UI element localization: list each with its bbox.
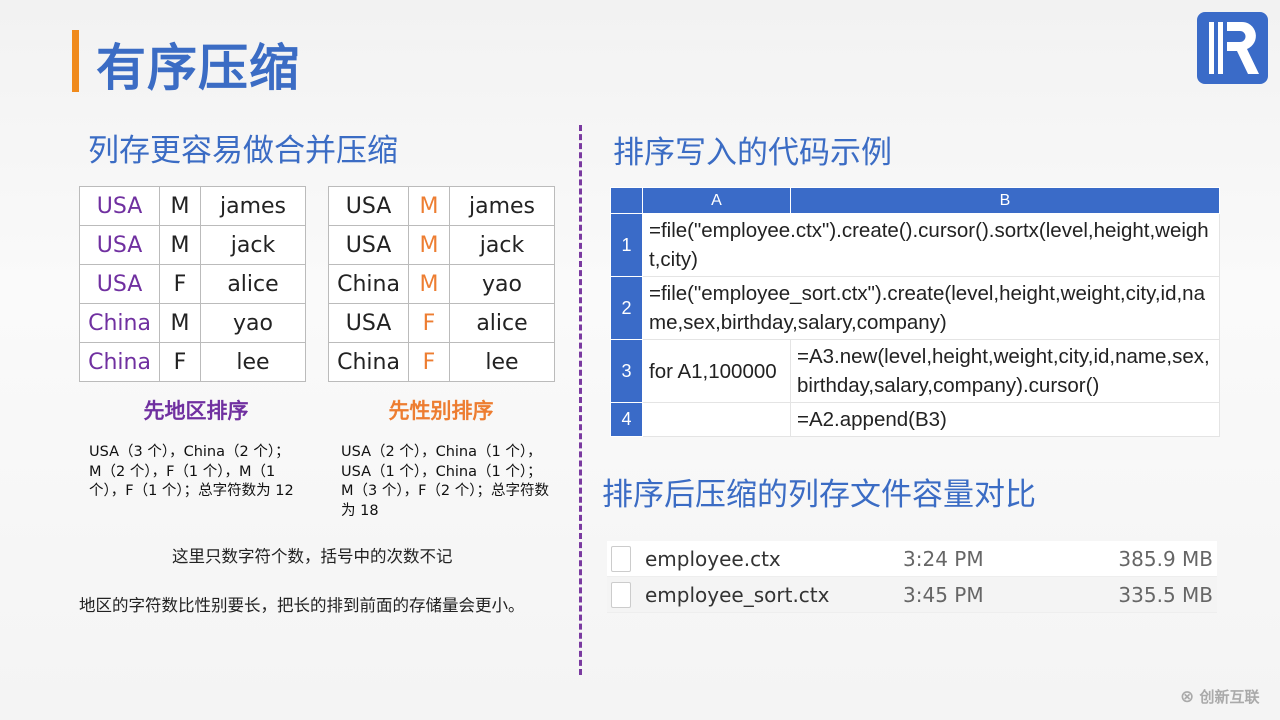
watermark: ⊗ 创新互联 — [1180, 686, 1260, 707]
row-number: 3 — [610, 339, 643, 403]
file-icon — [611, 545, 631, 572]
sex-cell: F — [159, 342, 201, 382]
label-region-first: 先地区排序 — [143, 399, 249, 423]
row-number: 1 — [610, 213, 643, 277]
name-cell: jack — [200, 225, 306, 265]
file-name: employee.ctx — [645, 546, 781, 571]
file-row[interactable]: employee_sort.ctx 3:45 PM 335.5 MB — [607, 577, 1217, 613]
name-cell: lee — [200, 342, 306, 382]
column-header-b: B — [790, 187, 1220, 214]
sex-cell: M — [159, 303, 201, 343]
file-time: 3:24 PM — [903, 546, 984, 571]
brand-logo — [1197, 12, 1268, 84]
sex-cell: M — [159, 225, 201, 265]
cell-b3[interactable]: =A3.new(level,height,weight,city,id,name… — [790, 339, 1220, 403]
sex-cell: F — [159, 264, 201, 304]
region-cell: China — [79, 342, 160, 382]
region-cell: USA — [79, 186, 160, 226]
note-sex-first: USA（2 个），China（1 个），USA（1 个），China（1 个）；… — [341, 444, 550, 519]
cell-a3[interactable]: for A1,100000 — [642, 339, 791, 403]
region-cell: USA — [79, 264, 160, 304]
compare-heading: 排序后压缩的列存文件容量对比 — [602, 477, 1036, 513]
file-time: 3:45 PM — [903, 582, 984, 607]
note-conclusion: 地区的字符数比性别要长，把长的排到前面的存储量会更小。 — [79, 596, 525, 615]
region-cell: China — [79, 303, 160, 343]
name-cell: yao — [200, 303, 306, 343]
name-cell: alice — [449, 303, 555, 343]
name-cell: yao — [449, 264, 555, 304]
left-heading: 列存更容易做合并压缩 — [88, 133, 398, 169]
file-icon — [611, 581, 631, 608]
watermark-text: 创新互联 — [1199, 688, 1260, 706]
name-cell: james — [449, 186, 555, 226]
name-cell: lee — [449, 342, 555, 382]
name-cell: james — [200, 186, 306, 226]
sex-cell: M — [408, 264, 450, 304]
sex-cell: F — [408, 342, 450, 382]
corner-cell — [610, 187, 643, 214]
file-size: 385.9 MB — [1118, 546, 1213, 571]
file-row[interactable]: employee.ctx 3:24 PM 385.9 MB — [607, 541, 1217, 577]
sex-cell: M — [408, 186, 450, 226]
title-accent-bar — [72, 30, 79, 92]
region-cell: China — [328, 342, 409, 382]
row-number: 4 — [610, 402, 643, 437]
cell-b4[interactable]: =A2.append(B3) — [790, 402, 1220, 437]
row-number: 2 — [610, 276, 643, 340]
cell-a2[interactable]: =file("employee_sort.ctx").create(level,… — [642, 276, 1220, 340]
region-cell: USA — [328, 225, 409, 265]
page-title: 有序压缩 — [96, 39, 300, 97]
region-cell: USA — [328, 186, 409, 226]
watermark-logo-icon: ⊗ — [1180, 687, 1195, 707]
code-heading: 排序写入的代码示例 — [613, 135, 892, 171]
sex-cell: M — [159, 186, 201, 226]
name-cell: jack — [449, 225, 555, 265]
note-count-only: 这里只数字符个数，括号中的次数不记 — [172, 547, 453, 566]
sex-cell: F — [408, 303, 450, 343]
name-cell: alice — [200, 264, 306, 304]
note-region-first: USA（3 个），China（2 个）；M（2 个），F（1 个），M（1 个）… — [89, 444, 294, 499]
label-sex-first: 先性别排序 — [388, 399, 494, 423]
cell-a4[interactable] — [642, 402, 791, 437]
file-list: employee.ctx 3:24 PM 385.9 MB employee_sor… — [607, 541, 1217, 613]
region-cell: China — [328, 264, 409, 304]
sex-cell: M — [408, 225, 450, 265]
region-cell: USA — [79, 225, 160, 265]
file-name: employee_sort.ctx — [645, 582, 830, 607]
cell-a1[interactable]: =file("employee.ctx").create().cursor().… — [642, 213, 1220, 277]
region-cell: USA — [328, 303, 409, 343]
column-header-a: A — [642, 187, 791, 214]
file-size: 335.5 MB — [1118, 582, 1213, 607]
divider — [579, 125, 582, 675]
